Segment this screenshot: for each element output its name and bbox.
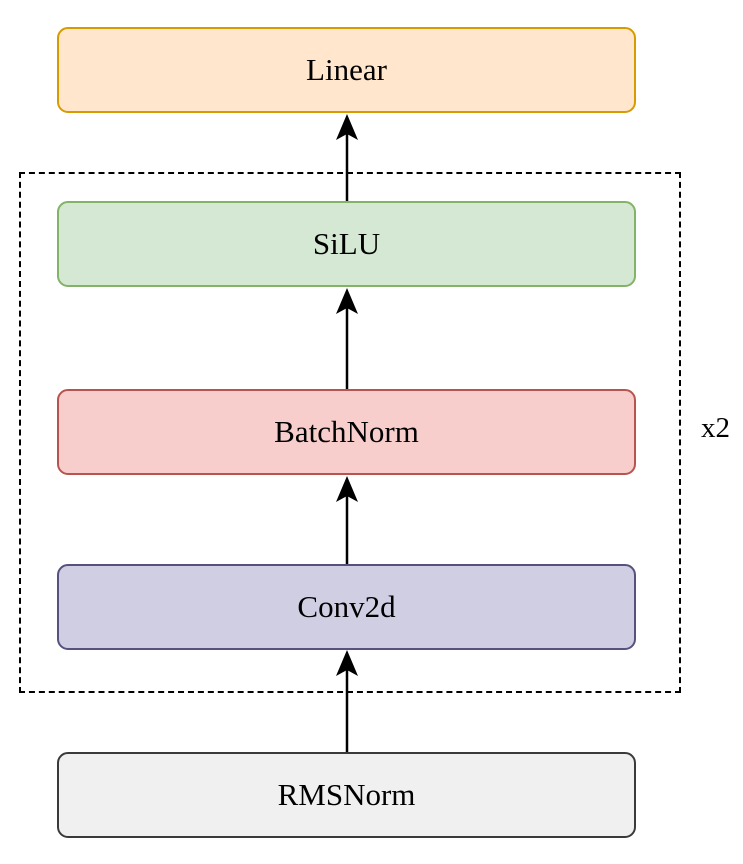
repeat-count-label: x2 [701,412,730,444]
conv2d-node: Conv2d [57,564,636,650]
linear-layer-node: Linear [57,27,636,113]
batchnorm-node: BatchNorm [57,389,636,475]
silu-activation-node: SiLU [57,201,636,287]
arrowhead-linear [336,114,358,140]
rmsnorm-node: RMSNorm [57,752,636,838]
repeat-block-boundary [19,172,681,693]
